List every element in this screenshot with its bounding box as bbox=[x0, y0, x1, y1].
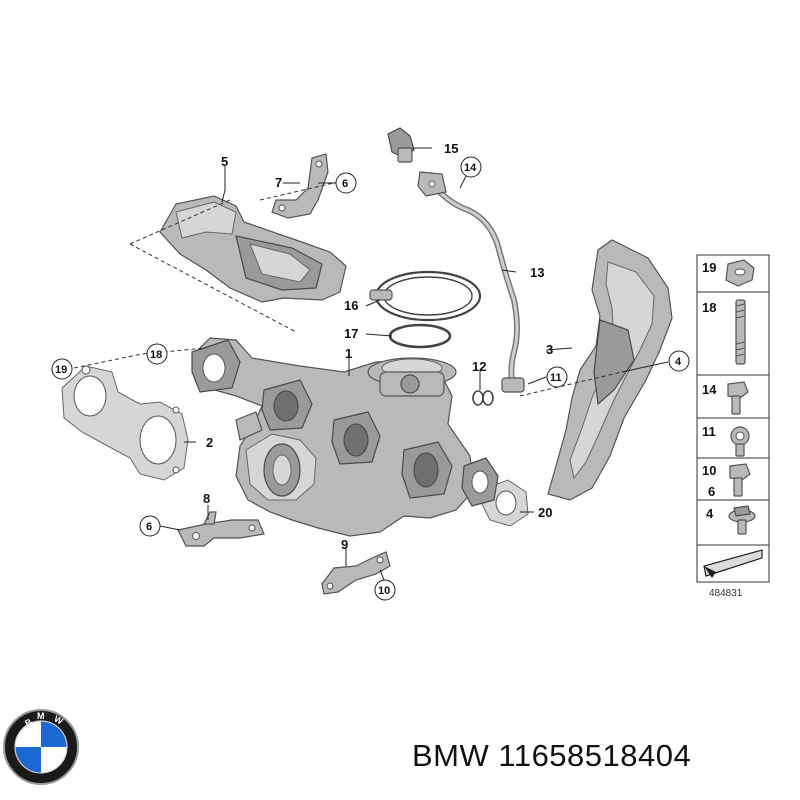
callout-6-circle bbox=[335, 172, 357, 194]
oil-feed-line bbox=[417, 171, 525, 393]
legend-14: 14 bbox=[702, 382, 717, 397]
callout-14: 14 bbox=[464, 162, 477, 174]
legend-18: 18 bbox=[702, 300, 716, 315]
bolt-icon bbox=[727, 381, 749, 399]
heat-shield-right bbox=[547, 239, 673, 501]
callout-11: 11 bbox=[550, 372, 562, 384]
oil-pressure-sensor bbox=[387, 127, 415, 163]
callout-9: 9 bbox=[341, 537, 348, 552]
callout-19: 19 bbox=[55, 364, 67, 376]
fastener-legend: 19 18 14 11 10 6 4 bbox=[696, 254, 770, 583]
callout-14-circle bbox=[460, 156, 482, 178]
orientation-arrow-icon bbox=[703, 549, 763, 577]
callout-11-circle bbox=[546, 366, 568, 388]
legend-11: 11 bbox=[702, 424, 716, 439]
flange-bolt-icon bbox=[729, 463, 751, 481]
callout-18: 18 bbox=[150, 349, 162, 361]
callout-20: 20 bbox=[538, 505, 552, 520]
callout-4-circle bbox=[668, 350, 690, 372]
heat-shield-top bbox=[159, 195, 347, 303]
callout-17: 17 bbox=[344, 326, 358, 341]
bracket-9 bbox=[321, 551, 391, 595]
callout-12: 12 bbox=[472, 359, 486, 374]
svg-text:B: B bbox=[23, 716, 34, 728]
legend-19: 19 bbox=[702, 260, 716, 275]
callout-15: 15 bbox=[444, 141, 458, 156]
o-rings-12 bbox=[472, 390, 494, 406]
callout-16: 16 bbox=[344, 298, 358, 313]
legend-4: 4 bbox=[706, 506, 714, 521]
reference-number: 484831 bbox=[709, 588, 743, 599]
brand-name: BMW bbox=[412, 738, 490, 773]
flange-20 bbox=[461, 457, 499, 507]
callout-4: 4 bbox=[675, 356, 682, 368]
callout-8: 8 bbox=[203, 491, 210, 506]
turbocharger-manifold bbox=[191, 337, 475, 537]
callout-10-circle bbox=[374, 579, 396, 601]
manifold-gasket bbox=[61, 365, 189, 481]
callout-2: 2 bbox=[206, 435, 213, 450]
o-ring-17 bbox=[388, 323, 452, 349]
callout-13: 13 bbox=[530, 265, 544, 280]
callout-7: 7 bbox=[275, 175, 282, 190]
callout-1: 1 bbox=[345, 346, 352, 361]
callout-10: 10 bbox=[378, 585, 390, 597]
callout-5: 5 bbox=[221, 154, 228, 169]
legend-10: 10 bbox=[702, 463, 716, 478]
callout-19-circle bbox=[51, 358, 73, 380]
v-band-clamp bbox=[369, 270, 482, 322]
callout-18-circle bbox=[146, 343, 168, 365]
part-number: 11658518404 bbox=[498, 738, 692, 773]
callout-6-left: 6 bbox=[146, 521, 152, 533]
bracket-7 bbox=[271, 153, 329, 219]
svg-text:M: M bbox=[37, 711, 45, 721]
product-caption: BMW 11658518404 bbox=[412, 738, 691, 774]
bracket-8 bbox=[177, 511, 265, 547]
callout-3: 3 bbox=[546, 342, 553, 357]
legend-6: 6 bbox=[708, 484, 715, 499]
bmw-logo: B M W bbox=[3, 709, 79, 785]
callout-6-circle-left bbox=[139, 515, 161, 537]
callout-6-top: 6 bbox=[342, 178, 348, 190]
